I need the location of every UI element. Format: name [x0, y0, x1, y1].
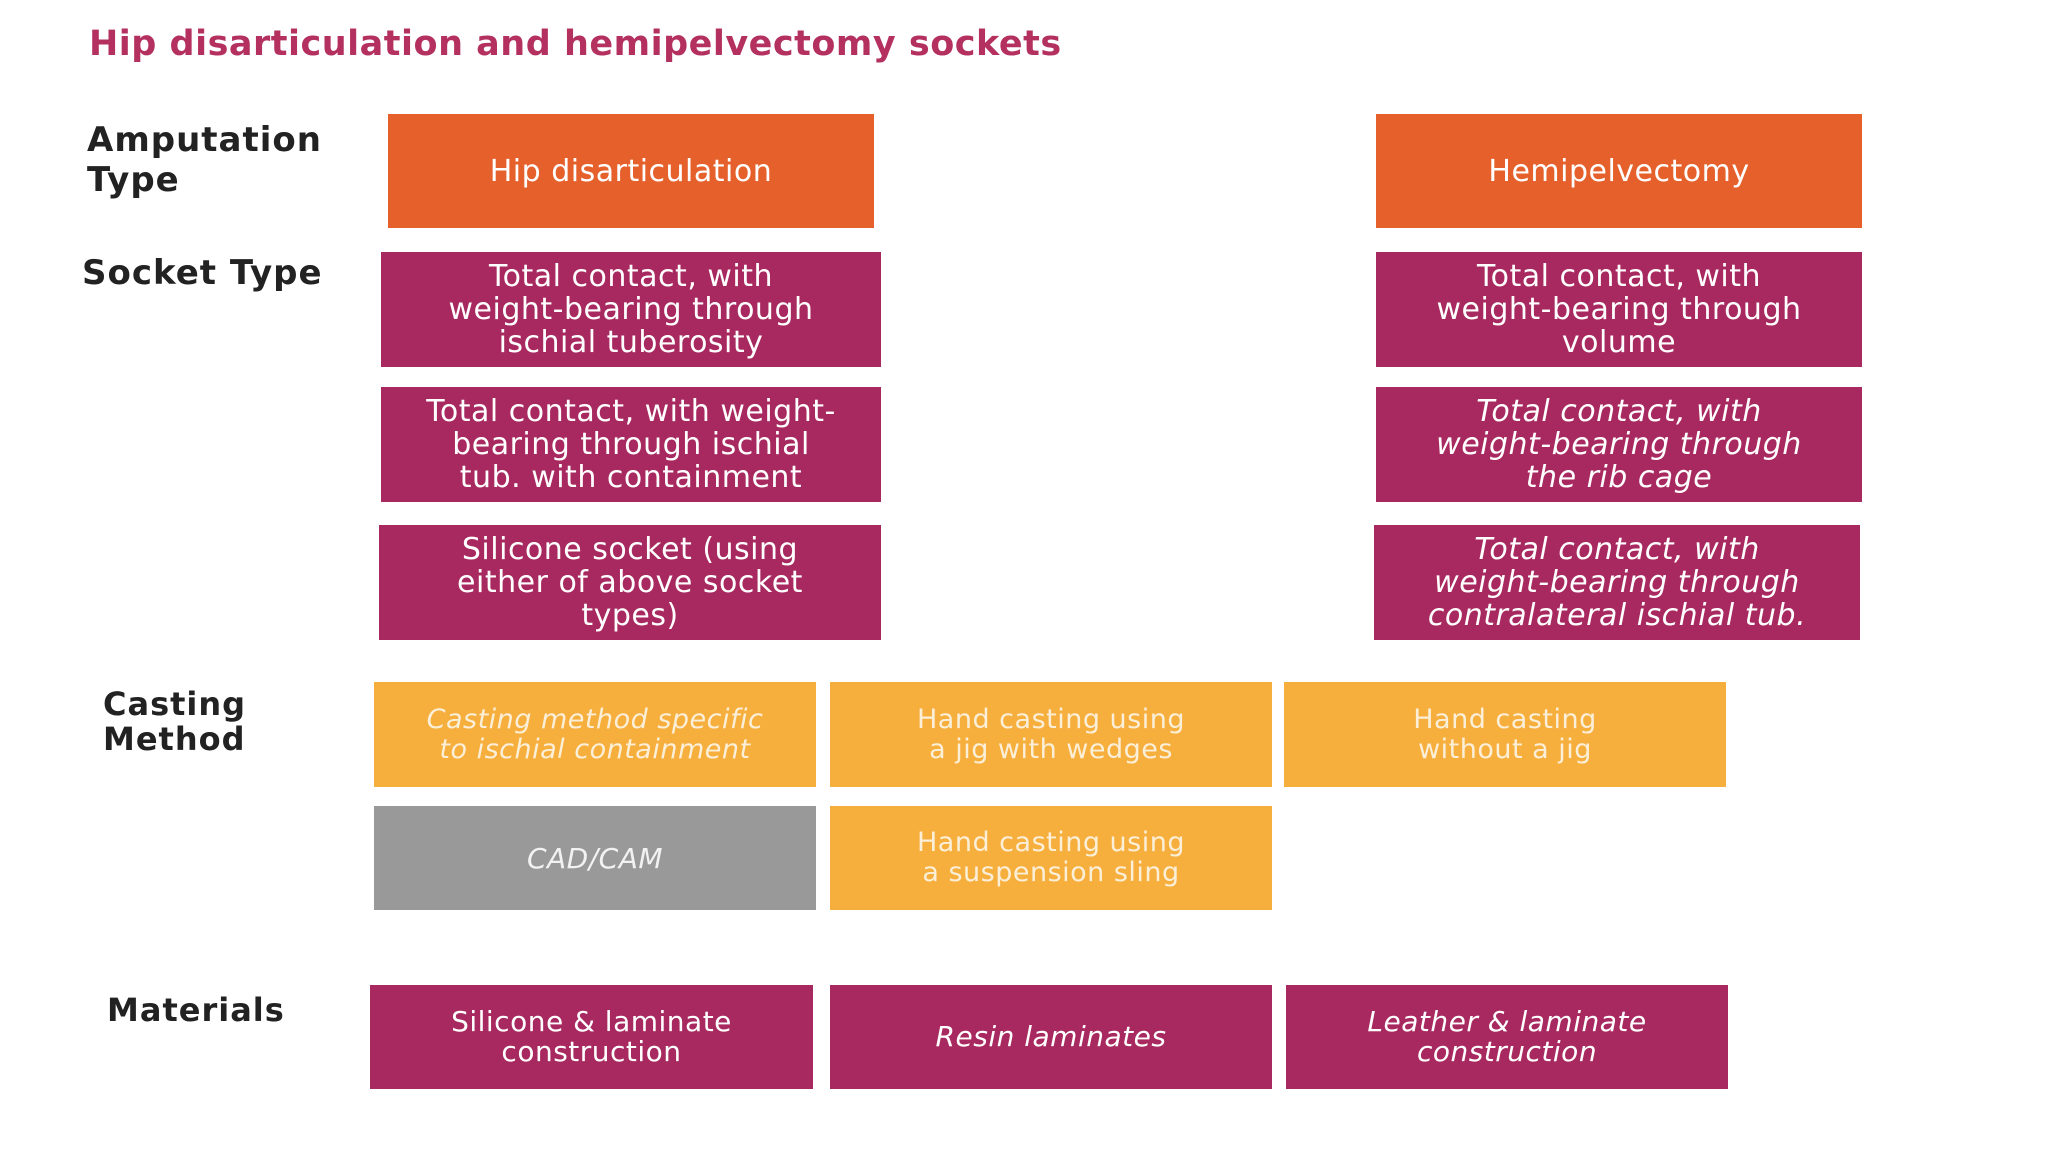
amputation-hip-disarticulation: Hip disarticulation	[388, 114, 874, 228]
material-resin-laminates: Resin laminates	[830, 985, 1272, 1089]
row-label-materials: Materials	[107, 991, 285, 1029]
socket-hemi-volume: Total contact, with weight-bearing throu…	[1376, 252, 1862, 367]
socket-hip-ischial-containment: Total contact, with weight- bearing thro…	[381, 387, 881, 502]
material-silicone-laminate: Silicone & laminate construction	[370, 985, 813, 1089]
diagram-title: Hip disarticulation and hemipelvectomy s…	[89, 24, 1062, 64]
socket-hip-silicone: Silicone socket (using either of above s…	[379, 525, 881, 640]
socket-hip-ischial-tuberosity: Total contact, with weight-bearing throu…	[381, 252, 881, 367]
casting-without-jig: Hand casting without a jig	[1284, 682, 1726, 787]
amputation-hemipelvectomy: Hemipelvectomy	[1376, 114, 1862, 228]
socket-hemi-rib-cage: Total contact, with weight-bearing throu…	[1376, 387, 1862, 502]
casting-cad-cam: CAD/CAM	[374, 806, 816, 910]
casting-jig-with-wedges: Hand casting using a jig with wedges	[830, 682, 1272, 787]
row-label-amputation-type: Amputation Type	[87, 120, 322, 200]
material-leather-laminate: Leather & laminate construction	[1286, 985, 1728, 1089]
socket-hemi-contralateral-ischial: Total contact, with weight-bearing throu…	[1374, 525, 1860, 640]
casting-ischial-containment: Casting method specific to ischial conta…	[374, 682, 816, 787]
row-label-casting-method: Casting Method	[103, 685, 247, 758]
casting-suspension-sling: Hand casting using a suspension sling	[830, 806, 1272, 910]
row-label-socket-type: Socket Type	[82, 253, 323, 293]
